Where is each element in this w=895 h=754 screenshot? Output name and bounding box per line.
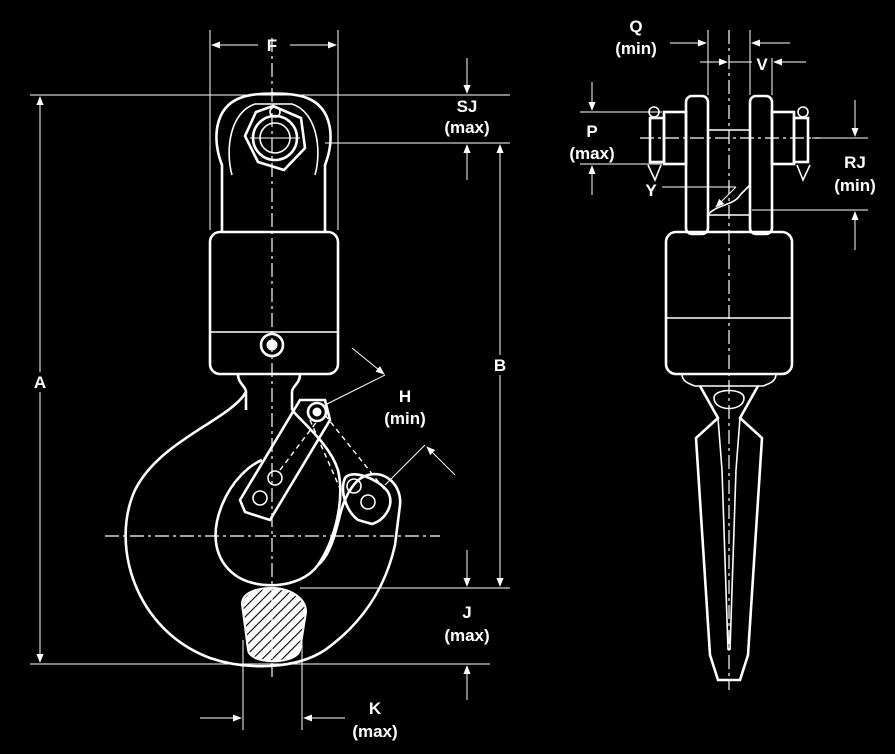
side-shank-inner — [717, 417, 741, 651]
cotter-pin-right — [797, 106, 809, 118]
label-K: K — [369, 699, 382, 718]
label-SJ: SJ — [457, 97, 478, 116]
clevis-plate-left — [684, 94, 710, 236]
label-A: A — [34, 373, 46, 392]
hook-front-view — [105, 38, 440, 680]
label-H: H — [399, 387, 411, 406]
label-RJ-sub: (min) — [834, 176, 876, 195]
label-Y: Y — [645, 181, 657, 200]
hook-neck — [236, 373, 302, 410]
side-swivel-body — [664, 230, 794, 376]
latch-hole-2 — [252, 490, 268, 506]
label-J: J — [462, 603, 471, 622]
hook-body-inner — [214, 409, 342, 587]
hook-body-outer — [124, 391, 402, 668]
cotter-legs-left — [647, 164, 662, 183]
hook-latch — [238, 398, 332, 522]
label-RJ: RJ — [844, 153, 866, 172]
latch-open-outline — [279, 414, 386, 501]
label-P: P — [586, 122, 597, 141]
side-dimensions: Q (min) V P (max) RJ (min) Y — [569, 17, 876, 250]
label-F: F — [267, 36, 277, 55]
nut-top-pin — [269, 106, 281, 118]
hook-dimensions: F SJ (max) A B H (min) J (max) — [30, 30, 510, 741]
label-B: B — [494, 356, 506, 375]
clevis-plate-right — [748, 94, 774, 236]
label-V: V — [756, 55, 768, 74]
hook-cross-section — [240, 586, 308, 663]
latch-tip-block — [341, 472, 392, 526]
hook-side-view — [640, 30, 820, 690]
label-K-sub: (max) — [352, 722, 397, 741]
hook-eye-inner — [228, 103, 319, 176]
clevis-fillet — [707, 184, 751, 216]
side-washer-right — [792, 116, 810, 164]
latch-tip-hole-1 — [346, 478, 362, 494]
side-washer-left — [648, 116, 666, 164]
hex-nut — [243, 104, 307, 172]
swivel-body — [208, 230, 340, 376]
label-J-sub: (max) — [444, 626, 489, 645]
hook-eye — [215, 92, 332, 232]
latch-tip-hole-2 — [360, 494, 376, 510]
hook-tip — [317, 473, 369, 566]
label-Q-sub: (min) — [615, 39, 657, 58]
label-H-sub: (min) — [384, 409, 426, 428]
latch-pivot-center — [312, 407, 322, 417]
cotter-legs-right — [796, 164, 811, 183]
label-SJ-sub: (max) — [444, 118, 489, 137]
side-latch-pivot — [713, 389, 745, 410]
label-P-sub: (max) — [569, 144, 614, 163]
latch-hole-1 — [267, 470, 283, 486]
latch-pivot — [306, 401, 328, 423]
label-Q: Q — [629, 17, 642, 36]
